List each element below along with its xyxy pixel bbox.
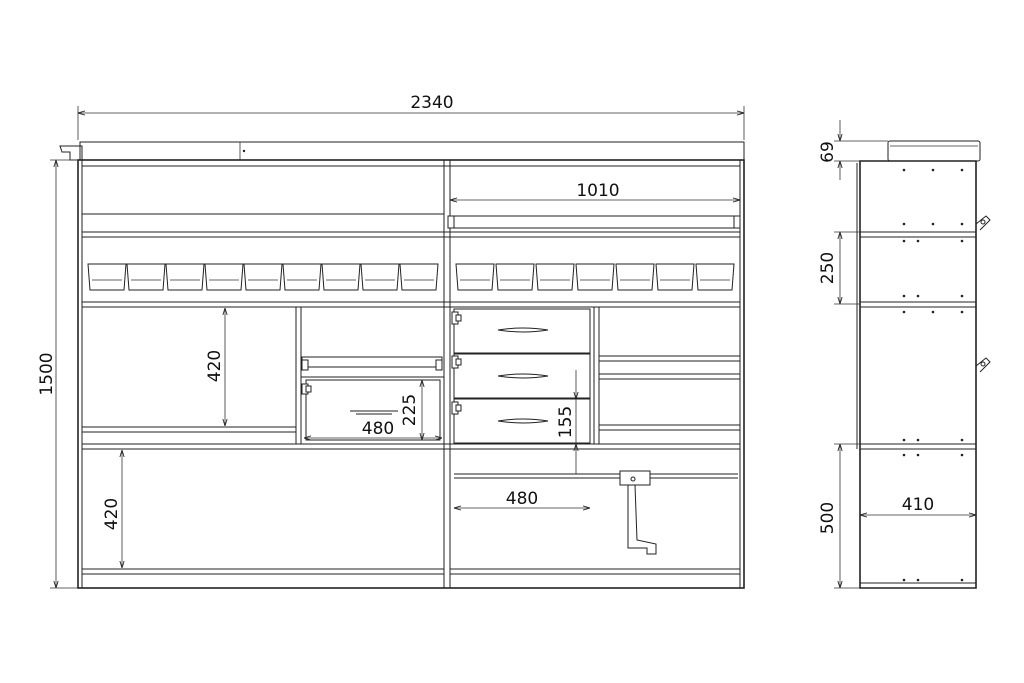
hinge-icons xyxy=(301,311,462,415)
side-body xyxy=(859,160,977,589)
bins-right xyxy=(455,263,735,291)
dim-side-depth: 410 xyxy=(902,495,934,515)
dim-upper-left-opening: 420 xyxy=(205,350,225,382)
upper-rail xyxy=(451,215,739,229)
fastener-dots xyxy=(902,168,964,582)
dim-overall-height: 1500 xyxy=(37,352,57,395)
small-door-rail xyxy=(301,356,443,368)
dim-lower-left-opening: 420 xyxy=(102,498,122,530)
side-fitting-icon xyxy=(975,215,991,231)
bracket-icon xyxy=(59,145,83,161)
top-tray xyxy=(887,140,981,162)
front-view xyxy=(59,141,745,589)
dim-drawer-height: 155 xyxy=(556,406,576,438)
dim-small-door-height: 225 xyxy=(400,394,420,426)
top-plate xyxy=(79,141,745,161)
small-door xyxy=(305,379,441,441)
dim-overall-width: 2340 xyxy=(410,93,453,113)
front-dimensions: 2340 1500 1010 420 420 480 225 155 480 xyxy=(37,93,745,589)
side-dimensions: 69 250 500 410 xyxy=(818,120,976,589)
dim-rail-length: 1010 xyxy=(576,181,619,201)
cabinet-frame xyxy=(77,159,745,589)
bins-left xyxy=(87,263,439,291)
lever-handle xyxy=(627,484,657,555)
drawer-stack xyxy=(453,308,591,444)
side-view xyxy=(856,140,991,589)
dim-side-lower-section: 500 xyxy=(818,502,838,534)
dim-side-top-tray: 69 xyxy=(818,141,838,163)
dim-drawer-width: 480 xyxy=(506,489,538,509)
dim-small-door-width: 480 xyxy=(362,419,394,439)
dim-side-bin-section: 250 xyxy=(818,252,838,284)
side-fitting-icon-2 xyxy=(975,357,991,373)
